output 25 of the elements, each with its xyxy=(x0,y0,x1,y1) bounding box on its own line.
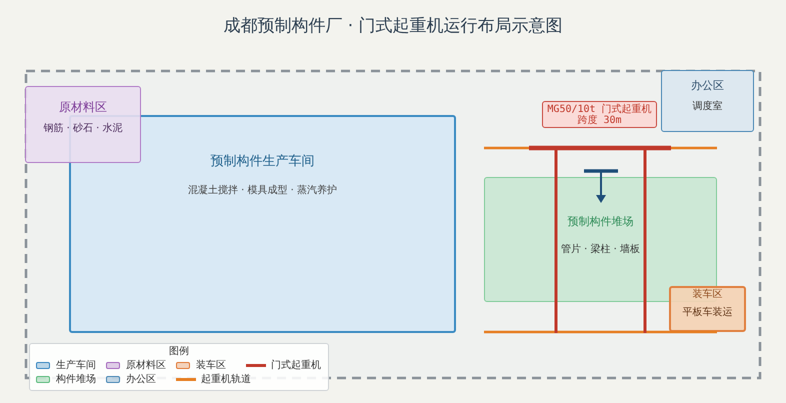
zone-detail: 混凝土搅拌 · 模具成型 · 蒸汽养护 xyxy=(188,184,338,197)
legend-label: 构件堆场 xyxy=(56,373,96,386)
zone-title: 装车区 xyxy=(692,289,722,301)
zone-title: 原材料区 xyxy=(59,100,107,114)
legend-label: 起重机轨道 xyxy=(201,373,251,386)
diagram-title: 成都预制构件厂 · 门式起重机运行布局示意图 xyxy=(223,16,563,36)
legend-label: 生产车间 xyxy=(56,359,96,372)
raw-material-zone xyxy=(25,86,141,163)
zone-title: 预制构件堆场 xyxy=(568,215,634,228)
legend-title: 图例 xyxy=(169,346,189,357)
zone-detail: 钢筋 · 砂石 · 水泥 xyxy=(43,123,123,136)
legend-label: 办公区 xyxy=(126,373,156,386)
legend-label: 原材料区 xyxy=(126,359,166,372)
zone-detail: 调度室 xyxy=(692,101,722,114)
crane-spec-text: MG50/10t 门式起重机跨度 30m xyxy=(546,104,653,126)
loading-zone xyxy=(669,286,746,332)
zone-title: 预制构件生产车间 xyxy=(210,154,314,170)
zone-detail: 管片 · 梁柱 · 墙板 xyxy=(560,244,640,256)
zone-title: 办公区 xyxy=(691,79,724,92)
office-zone xyxy=(661,70,754,132)
legend-label: 装车区 xyxy=(196,359,226,372)
production-workshop xyxy=(69,115,456,333)
crane-spec-label xyxy=(542,101,657,128)
legend-label: 门式起重机 xyxy=(271,359,321,372)
zone-detail: 平板车装运 xyxy=(682,307,732,319)
